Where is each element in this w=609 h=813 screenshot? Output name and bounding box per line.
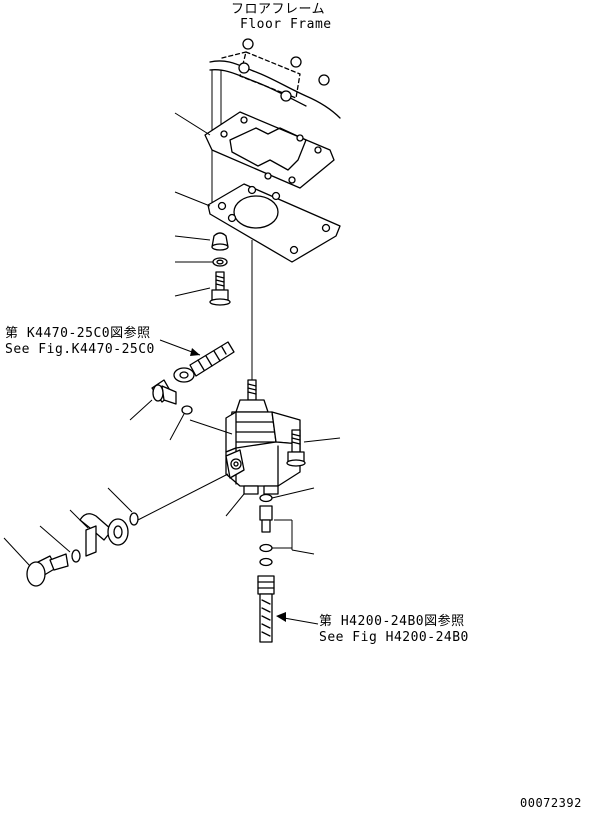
floor-bolt <box>242 38 254 50</box>
floor-bolt <box>318 74 330 86</box>
washer <box>212 257 228 267</box>
o-ring <box>181 405 193 415</box>
mounting-plate <box>207 183 341 263</box>
o-ring <box>259 543 273 553</box>
o-ring <box>259 557 273 567</box>
reference-1-label-jp: 第 K4470-25C0図参照 <box>5 326 151 341</box>
floor-bolt <box>290 56 302 68</box>
lower-pipe <box>257 575 275 643</box>
side-bolt <box>286 429 306 467</box>
floor-bolt <box>238 62 250 74</box>
washer <box>71 549 81 563</box>
cap-nut <box>211 232 229 251</box>
floor-frame-label-en: Floor Frame <box>240 17 332 32</box>
o-ring <box>259 493 273 503</box>
floor-frame <box>209 38 341 119</box>
floor-frame-label-jp: フロアフレーム <box>231 2 326 17</box>
upper-gasket <box>204 111 335 189</box>
reference-1-label-en: See Fig.K4470-25C0 <box>5 342 155 357</box>
straight-connector <box>259 505 273 533</box>
o-ring <box>129 512 139 526</box>
drawing-number: 00072392 <box>520 796 582 810</box>
pipe-fitting <box>173 341 235 383</box>
banjo-fitting <box>79 513 129 557</box>
floor-bolt <box>280 90 292 102</box>
hex-bolt <box>209 271 231 306</box>
reference-2-label-jp: 第 H4200-24B0図参照 <box>319 614 465 629</box>
brake-valve <box>225 379 301 495</box>
reference-2-label-en: See Fig H4200-24B0 <box>319 630 469 645</box>
plug-bolt <box>26 553 69 587</box>
elbow-fitting <box>151 379 177 405</box>
